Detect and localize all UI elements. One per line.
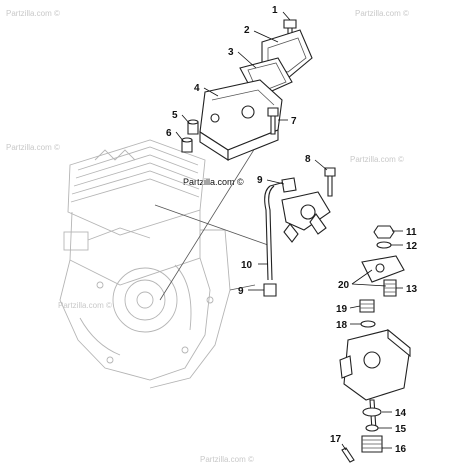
cylinder-port <box>63 231 89 251</box>
watermark-mid-right: Partzilla.com © <box>350 155 404 164</box>
leader-20 <box>351 269 387 287</box>
callout-5[interactable]: 5 <box>172 110 178 121</box>
callout-16[interactable]: 16 <box>395 444 407 455</box>
part-plug-19 <box>359 299 375 313</box>
callout-20[interactable]: 20 <box>338 280 350 291</box>
leader-1 <box>282 11 291 21</box>
part-pin-17 <box>341 447 355 463</box>
crankcase-cover-edge <box>149 229 231 389</box>
leader-2 <box>253 30 279 43</box>
fin-4 <box>71 170 200 195</box>
callout-9-upper[interactable]: 9 <box>257 175 263 186</box>
assembly-guide-hose-end <box>229 284 256 291</box>
callout-2[interactable]: 2 <box>244 25 250 36</box>
leader-3 <box>237 51 257 69</box>
callout-9-lower[interactable]: 9 <box>238 286 244 297</box>
leader-6 <box>175 131 185 143</box>
callout-1[interactable]: 1 <box>272 5 278 16</box>
case-bolt-3 <box>106 356 114 364</box>
case-bolt-4 <box>206 296 214 304</box>
leader-4 <box>203 87 219 97</box>
part-seal-15 <box>365 424 379 432</box>
part-bolt-7 <box>267 107 279 135</box>
leader-8 <box>314 159 328 171</box>
fin-5 <box>70 178 200 203</box>
watermark-top-right: Partzilla.com © <box>355 9 409 18</box>
leader-17 <box>341 443 347 451</box>
crank-center <box>136 291 154 309</box>
callout-8[interactable]: 8 <box>305 154 311 165</box>
part-gear-16 <box>361 435 383 453</box>
callout-3[interactable]: 3 <box>228 47 234 58</box>
case-rib-1 <box>79 317 121 356</box>
part-hose-10 <box>264 179 331 281</box>
part-clamp-9-upper <box>281 177 297 193</box>
part-bushing-5 <box>187 119 199 135</box>
watermark-mid-left: Partzilla.com © <box>6 143 60 152</box>
callout-18[interactable]: 18 <box>336 320 348 331</box>
watermark-center: Partzilla.com © <box>183 177 244 187</box>
watermark-bottom: Partzilla.com © <box>200 455 254 464</box>
part-housing-4 <box>199 79 283 162</box>
callout-15[interactable]: 15 <box>395 424 407 435</box>
fin-1 <box>77 146 199 171</box>
part-oring-14 <box>362 407 382 417</box>
leader-9-upper <box>266 179 285 185</box>
assembly-guide-valve-cover <box>159 139 261 301</box>
part-clamp-9-lower <box>263 283 277 297</box>
part-nut-11 <box>373 225 395 239</box>
engine-block-drawing <box>59 139 231 389</box>
callout-12[interactable]: 12 <box>406 241 418 252</box>
watermark-lower-left: Partzilla.com © <box>58 301 112 310</box>
fin-2 <box>75 154 199 179</box>
cylinder-line <box>87 227 151 241</box>
callout-13[interactable]: 13 <box>406 284 418 295</box>
crankcase-outline <box>59 257 211 381</box>
cylinder-outline <box>69 210 201 286</box>
flywheel-inner <box>124 279 166 321</box>
part-spring-13 <box>383 279 397 297</box>
callout-14[interactable]: 14 <box>395 408 407 419</box>
callout-7[interactable]: 7 <box>291 116 297 127</box>
callout-10[interactable]: 10 <box>241 260 253 271</box>
callout-6[interactable]: 6 <box>166 128 172 139</box>
fin-3 <box>73 162 199 187</box>
callout-19[interactable]: 19 <box>336 304 348 315</box>
case-bolt-1 <box>96 281 104 289</box>
callout-11[interactable]: 11 <box>406 227 417 238</box>
callout-4[interactable]: 4 <box>194 83 200 94</box>
flywheel-housing <box>112 267 178 333</box>
part-bolt-8 <box>324 167 336 197</box>
part-bushing-6 <box>181 137 193 153</box>
head-bolts <box>94 149 136 161</box>
leader-5 <box>181 114 191 125</box>
callout-17[interactable]: 17 <box>330 434 342 445</box>
part-bracket-20 <box>361 255 405 283</box>
assembly-guide-hose <box>154 204 269 246</box>
case-bolt-2 <box>181 346 189 354</box>
cylinder-head-outline <box>67 139 206 236</box>
leader-19 <box>349 305 361 309</box>
watermark-top-left: Partzilla.com © <box>6 9 60 18</box>
part-washer-18 <box>360 320 376 328</box>
case-rib-2 <box>174 264 192 331</box>
part-washer-12 <box>376 241 392 249</box>
